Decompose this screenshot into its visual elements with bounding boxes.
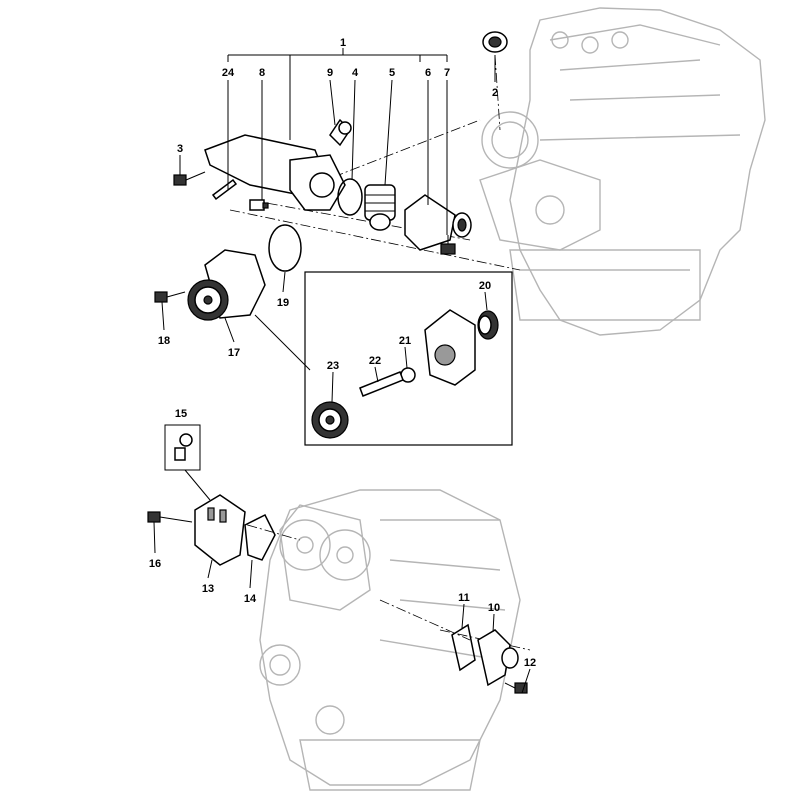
- callout-12: 12: [524, 657, 536, 669]
- callout-8: 8: [259, 67, 265, 79]
- callout-7: 7: [444, 67, 450, 79]
- part-20-gear: [477, 310, 499, 340]
- part-12-bolt: [504, 682, 528, 694]
- part-1-housing: [204, 134, 346, 211]
- callout-22: 22: [369, 355, 381, 367]
- callout-9: 9: [327, 67, 333, 79]
- callout-labels: 1 2 3 4 5 6 7 8 9 24 19 18 17 20 21 22 2…: [149, 37, 536, 669]
- part-15-box: [164, 424, 201, 471]
- part-24-stud: [211, 178, 238, 201]
- callout-20: 20: [479, 280, 491, 292]
- callout-5: 5: [389, 67, 395, 79]
- callout-21: 21: [399, 335, 411, 347]
- part-10-outlet: [477, 629, 519, 687]
- part-15-sensor: [174, 433, 193, 461]
- part-22-shaft: [359, 371, 404, 397]
- callout-1: 1: [340, 37, 346, 49]
- part-11-gasket: [451, 623, 476, 672]
- part-3-bolt: [173, 171, 206, 186]
- part-16-bolt: [147, 511, 193, 523]
- part-7-bolt: [440, 80, 456, 255]
- callout-4: 4: [352, 67, 359, 79]
- callout-6: 6: [425, 67, 431, 79]
- callout-11: 11: [458, 592, 470, 604]
- inset-leader: [254, 314, 311, 371]
- part-8-sensor: [249, 199, 269, 211]
- engine-block-bottom: [259, 489, 521, 791]
- part-2-seal: [482, 31, 508, 53]
- callout-24: 24: [222, 67, 235, 79]
- callout-leaders: [153, 48, 531, 694]
- part-14-gasket: [244, 513, 276, 561]
- callout-19: 19: [277, 297, 289, 309]
- part-15-leader: [184, 469, 211, 501]
- callout-23: 23: [327, 360, 339, 372]
- callout-2: 2: [492, 87, 498, 99]
- part-13-housing: [194, 494, 246, 566]
- part-6-cover: [404, 194, 472, 251]
- part-5-thermostat: [364, 184, 396, 231]
- callout-17: 17: [228, 347, 240, 359]
- part-19-oring: [268, 224, 302, 272]
- part-17-water-pump: [187, 249, 266, 321]
- part-4-oring: [337, 178, 363, 216]
- engine-block-top: [479, 7, 766, 336]
- inset-box: [304, 271, 513, 446]
- callout-10: 10: [488, 602, 500, 614]
- callout-13: 13: [202, 583, 214, 595]
- callout-16: 16: [149, 558, 161, 570]
- part-18-bolt: [154, 291, 186, 303]
- callout-3: 3: [177, 143, 183, 155]
- callout-14: 14: [244, 593, 257, 605]
- part-9-sensor: [329, 118, 352, 147]
- part-23-pulley: [311, 401, 349, 439]
- callout-15: 15: [175, 408, 187, 420]
- part-pump-body-inset: [424, 309, 476, 386]
- callout-18: 18: [158, 335, 170, 347]
